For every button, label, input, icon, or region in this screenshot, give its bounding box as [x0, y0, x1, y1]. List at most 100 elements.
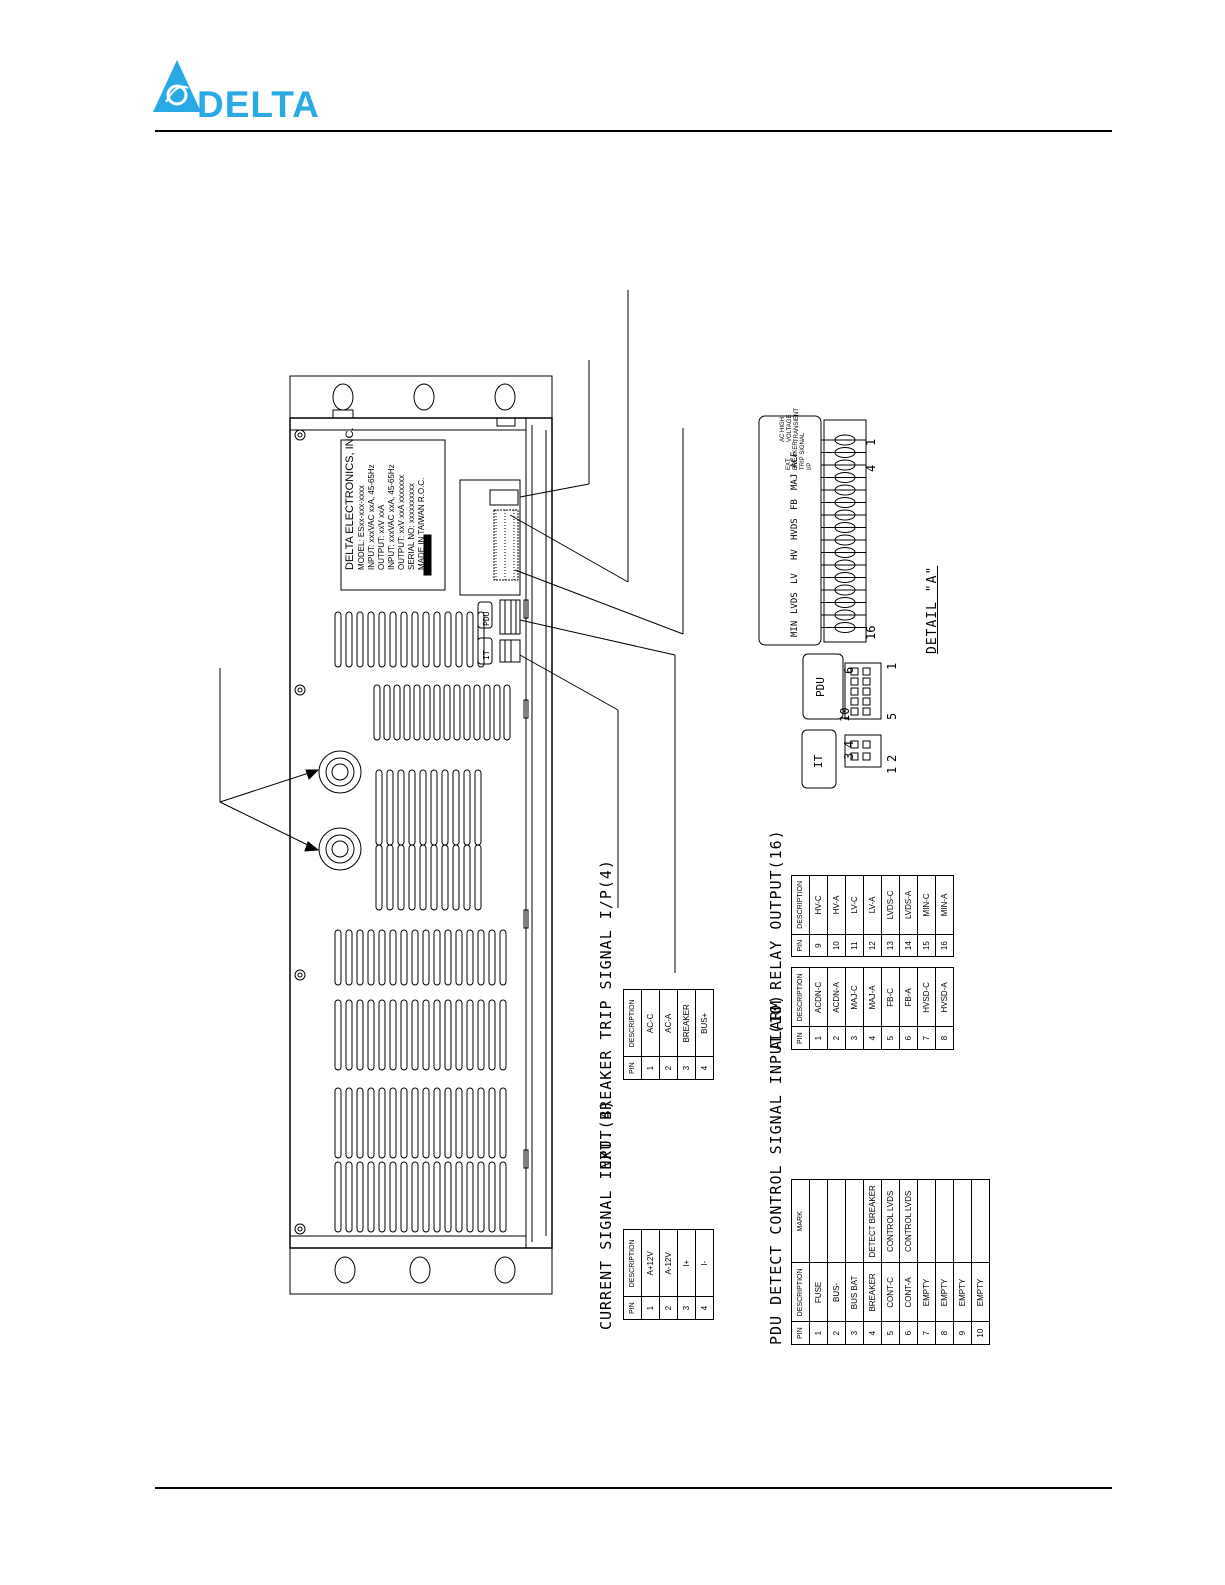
table-cell: 4 — [863, 1321, 882, 1345]
vent-slot — [373, 684, 381, 741]
table-cell: EMPTY — [917, 1262, 936, 1322]
detail-it-box — [801, 729, 837, 789]
vent-slot — [433, 611, 441, 668]
table-cell: A-12V — [659, 1229, 678, 1297]
vent-slot — [444, 929, 452, 986]
vent-slot — [413, 684, 421, 741]
product-label — [340, 439, 446, 591]
vent-slot — [463, 844, 471, 911]
vent-slot — [443, 684, 451, 741]
table-cell: 4 — [695, 1056, 714, 1080]
vent-slot — [422, 929, 430, 986]
table-cell: ACDN-A — [827, 967, 846, 1027]
table-cell: EMPTY — [935, 1262, 954, 1322]
pdu-connector — [499, 599, 521, 635]
unit-it-label: IT — [482, 650, 491, 660]
table-cell: CONTROL LVDS — [899, 1179, 918, 1263]
table-cell: BREAKER — [677, 989, 696, 1057]
table-header: PIN — [623, 1296, 642, 1320]
table-cell: CONTROL LVDS — [881, 1179, 900, 1263]
vent-slot — [397, 769, 405, 846]
table-cell — [917, 1179, 936, 1263]
pdu-pin — [850, 677, 859, 686]
table-cell: CONT-A — [899, 1262, 918, 1322]
table-title: ALARM RELAY OUTPUT(16) — [767, 829, 785, 1050]
table-cell: 2 — [827, 1026, 846, 1050]
vent-slot — [378, 611, 386, 668]
detail-alarm-box — [758, 415, 822, 646]
vent-slot — [389, 929, 397, 986]
table-cell: AC-A — [659, 989, 678, 1057]
table-cell: MIN-A — [935, 875, 954, 935]
vent-slot — [463, 769, 471, 846]
table-cell: BREAKER — [863, 1262, 882, 1322]
vent-slot — [367, 1087, 375, 1159]
table-cell: 10 — [971, 1321, 990, 1345]
table-cell: 1 — [641, 1296, 660, 1320]
table-title: EXT. BREAKER TRIP SIGNAL I/P(4) — [597, 859, 615, 1170]
connector-panel — [459, 479, 521, 596]
label-line: SERIAL NO: xxxxxxxxxx — [407, 483, 416, 570]
vent-slot — [463, 684, 471, 741]
vent-slot — [499, 929, 507, 986]
table-cell: LVDS-C — [881, 875, 900, 935]
table-header: DESCRIPTION — [791, 967, 810, 1027]
table-cell: 9 — [809, 934, 828, 957]
table-cell: HV-C — [809, 875, 828, 935]
pin-number: 1 — [864, 438, 878, 446]
vent-slot — [452, 844, 460, 911]
vent-slot — [411, 1087, 419, 1159]
brand-name: DELTA — [197, 84, 320, 125]
pin-number: 1 — [885, 662, 899, 670]
table-cell: 9 — [953, 1321, 972, 1345]
vent-slot — [334, 1087, 342, 1159]
table-cell: 1 — [809, 1321, 828, 1345]
vent-slot — [411, 929, 419, 986]
pin-number: 3 — [842, 752, 856, 760]
vent-slot — [473, 684, 481, 741]
table-cell: MAJ-C — [845, 967, 864, 1027]
vent-slot — [419, 769, 427, 846]
vent-slot — [477, 1087, 485, 1159]
table-cell — [809, 1179, 828, 1263]
table-cell: ACDN-C — [809, 967, 828, 1027]
alarm-label: FB — [790, 499, 800, 510]
vent-slot — [367, 929, 375, 986]
vent-slot — [389, 1161, 397, 1233]
table-header: PIN — [791, 1026, 810, 1050]
table-cell: LVDS-A — [899, 875, 918, 935]
vent-slot — [378, 1161, 386, 1233]
table-cell: DETECT BREAKER — [863, 1179, 882, 1263]
table-cell — [845, 1179, 864, 1263]
vent-slot — [408, 844, 416, 911]
table-header: MARK — [791, 1179, 810, 1263]
vent-slot — [367, 611, 375, 668]
detail-pdu-label: PDU — [814, 677, 827, 697]
vent-slot — [503, 684, 511, 741]
vent-slot — [422, 1161, 430, 1233]
pdu-pin — [862, 707, 871, 716]
vent-slot — [466, 999, 474, 1071]
vent-slot — [334, 611, 342, 668]
label-line: MODEL: ESxx-xxx-xxxx — [357, 485, 366, 570]
pdu-pin — [862, 687, 871, 696]
table-cell: 4 — [863, 1026, 882, 1050]
table-cell: 4 — [695, 1296, 714, 1320]
table-cell: FUSE — [809, 1262, 828, 1322]
alarm-label: MAJ — [790, 473, 800, 490]
